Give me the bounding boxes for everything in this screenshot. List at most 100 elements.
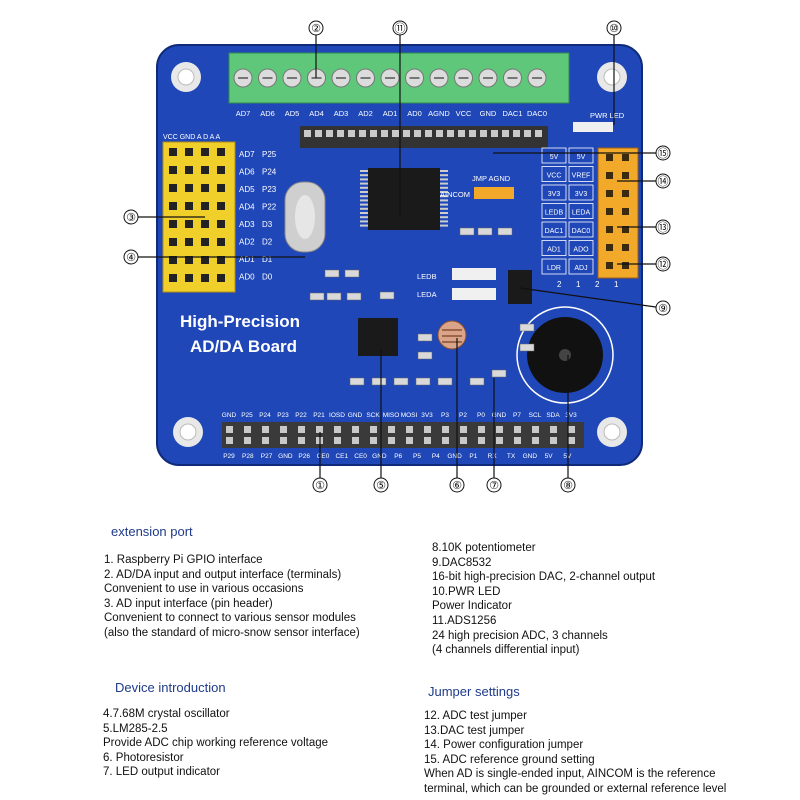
jumper-col-label: 2 bbox=[557, 280, 562, 289]
passive-component bbox=[393, 377, 409, 386]
gpio-top-label: SCL bbox=[529, 412, 542, 419]
extension-right-line: (4 channels differential input) bbox=[432, 644, 580, 657]
header-pin bbox=[414, 130, 421, 137]
jumper-grid-label: DAC0 bbox=[572, 228, 591, 235]
callout-marker bbox=[373, 477, 389, 493]
extension-right-line: 24 high precision ADC, 3 channels bbox=[432, 629, 608, 642]
jumper-grid-label: ADJ bbox=[574, 265, 587, 272]
jumper-pin bbox=[606, 190, 613, 197]
header-pin bbox=[392, 130, 399, 137]
pwr-led-label: PWR LED bbox=[590, 111, 625, 120]
gpio-top-label: MOSI bbox=[401, 412, 418, 419]
gpio-pin bbox=[496, 426, 503, 433]
jumper-grid-cell bbox=[541, 147, 567, 164]
header-pin bbox=[458, 130, 465, 137]
gpio-top-label: GND bbox=[492, 412, 507, 419]
jumper-pin bbox=[606, 208, 613, 215]
jumper-grid-cell bbox=[568, 240, 594, 256]
gpio-pin bbox=[568, 426, 575, 433]
ad-label: AD0 bbox=[239, 273, 255, 282]
ad-header-pin bbox=[201, 220, 209, 228]
jumper-grid-cell bbox=[568, 258, 594, 275]
gpio-pin bbox=[334, 426, 341, 433]
lm285-chip bbox=[358, 318, 398, 356]
gpio-pin bbox=[262, 437, 269, 444]
passive-component bbox=[346, 292, 362, 301]
gpio-pin bbox=[226, 426, 233, 433]
passive-component bbox=[519, 323, 535, 332]
callout-number: ① bbox=[315, 479, 325, 492]
header-pin bbox=[337, 130, 344, 137]
passive-component bbox=[371, 377, 387, 386]
callout-marker bbox=[655, 300, 671, 316]
p-label: P23 bbox=[262, 185, 277, 194]
jumper-line: terminal, which can be grounded or exter… bbox=[424, 782, 727, 795]
jumper-grid-label: 5V bbox=[550, 154, 559, 161]
terminal-label: AD6 bbox=[260, 109, 275, 118]
passive-component bbox=[309, 292, 325, 301]
jumper-grid-label: 5V bbox=[577, 154, 586, 161]
jumper-grid-label: ADO bbox=[573, 247, 589, 254]
jumper-pin bbox=[606, 154, 613, 161]
gpio-bottom-label: CE0 bbox=[354, 453, 367, 460]
jumper-line: 13.DAC test jumper bbox=[424, 724, 525, 737]
dac8532-chip bbox=[508, 270, 532, 304]
jumper-grid-cell bbox=[568, 147, 594, 164]
gpio-bottom-label: P28 bbox=[242, 453, 254, 460]
gpio-bottom-label: P1 bbox=[469, 453, 477, 460]
extension-port-title: extension port bbox=[111, 524, 193, 539]
jumper-pin bbox=[622, 226, 629, 233]
jumper-grid-label: 3V3 bbox=[575, 191, 588, 198]
ad-header-pin bbox=[217, 184, 225, 192]
callout-number: ⑬ bbox=[658, 221, 669, 234]
ad-label: AD4 bbox=[239, 203, 255, 212]
header-top-label: VCC GND A D A A bbox=[163, 134, 221, 141]
terminal-label: DAC0 bbox=[527, 109, 547, 118]
gpio-pin bbox=[244, 437, 251, 444]
ad-header-pin bbox=[169, 220, 177, 228]
gpio-top-label: P22 bbox=[295, 412, 307, 419]
gpio-top-label: P7 bbox=[513, 412, 521, 419]
led-b bbox=[452, 268, 496, 280]
gpio-bottom-label: P27 bbox=[261, 453, 273, 460]
jumper-line: 14. Power configuration jumper bbox=[424, 739, 584, 752]
jumper-grid-cell bbox=[541, 221, 567, 238]
passive-component bbox=[415, 377, 431, 386]
gpio-pin bbox=[550, 437, 557, 444]
gpio-pin bbox=[298, 426, 305, 433]
ad-label: AD5 bbox=[239, 185, 255, 194]
callout-number: ⑥ bbox=[452, 479, 462, 492]
extension-right-line: 16-bit high-precision DAC, 2-channel out… bbox=[432, 571, 656, 584]
gpio-top-label: P3 bbox=[441, 412, 449, 419]
gpio-bottom-label: GND bbox=[447, 453, 462, 460]
extension-left-line: 1. Raspberry Pi GPIO interface bbox=[104, 554, 263, 566]
gpio-pin bbox=[406, 437, 413, 444]
ad-header-pin bbox=[185, 256, 193, 264]
gpio-top-label: P21 bbox=[313, 412, 325, 419]
passive-component bbox=[326, 292, 342, 301]
gpio-pin bbox=[568, 437, 575, 444]
passive-component bbox=[459, 227, 475, 236]
extension-right-line: 8.10K potentiometer bbox=[432, 542, 536, 554]
gpio-pin bbox=[226, 437, 233, 444]
terminal-label: AGND bbox=[428, 109, 450, 118]
ledb-label: LEDB bbox=[417, 272, 437, 281]
ad-header-pin bbox=[169, 148, 177, 156]
gpio-top-label: IOSD bbox=[329, 412, 345, 419]
jumper-col-label: 1 bbox=[576, 280, 581, 289]
gpio-bottom-label: RX bbox=[488, 453, 498, 460]
passive-component bbox=[324, 269, 340, 278]
potentiometer-ring bbox=[516, 306, 614, 404]
p-label: P22 bbox=[262, 203, 277, 212]
device-line: 4.7.68M crystal oscillator bbox=[103, 708, 230, 720]
gpio-top-label: GND bbox=[222, 412, 237, 419]
gpio-top-label: P24 bbox=[259, 412, 271, 419]
callout-number: ④ bbox=[126, 251, 136, 264]
ad-header-pin bbox=[169, 202, 177, 210]
ad-header-pin bbox=[201, 202, 209, 210]
gpio-pin bbox=[244, 426, 251, 433]
gpio-bottom-label: 5V bbox=[545, 453, 554, 460]
passive-component bbox=[477, 227, 493, 236]
jumper-line: 15. ADC reference ground setting bbox=[424, 753, 595, 766]
